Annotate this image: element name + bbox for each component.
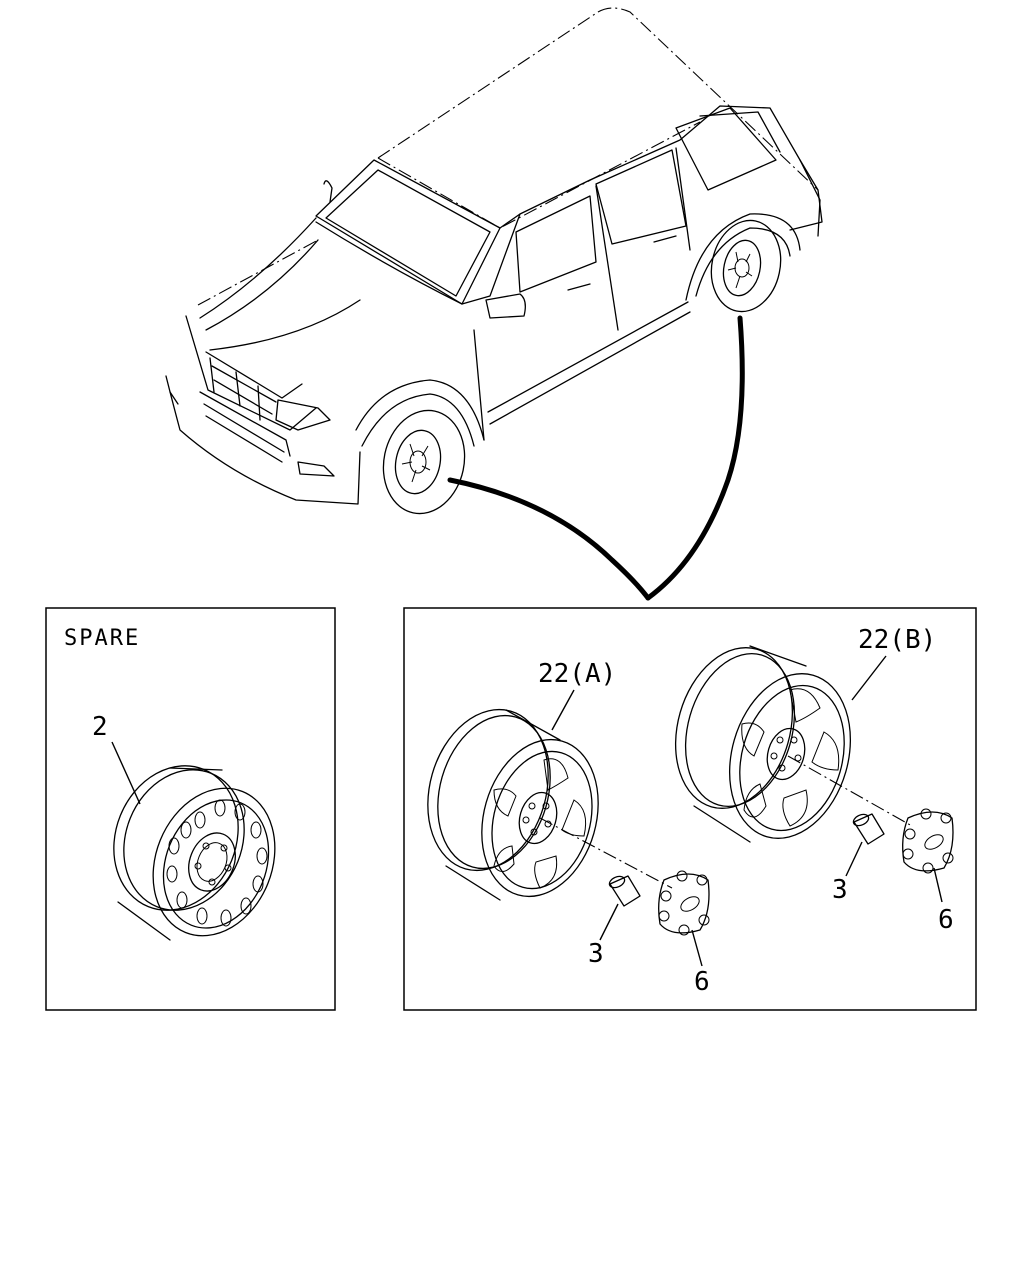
connector-rear-wheel bbox=[645, 315, 745, 601]
spare-title: SPARE bbox=[64, 626, 140, 651]
callout-nut-b: 3 bbox=[832, 875, 848, 905]
callout-spare-wheel: 2 bbox=[92, 712, 108, 742]
spare-steel-wheel bbox=[113, 765, 276, 941]
leader-nut-a bbox=[599, 903, 619, 941]
wheels-panel: 22(A) 3 bbox=[403, 607, 977, 1011]
alloy-wheel-a bbox=[427, 708, 599, 901]
connector-front-wheel bbox=[447, 477, 651, 601]
lug-nut-b bbox=[852, 813, 885, 845]
alloy-wheel-b bbox=[674, 645, 852, 843]
lug-nut-a bbox=[608, 875, 641, 907]
leader-wheel-a bbox=[551, 689, 575, 731]
leader-cap-a bbox=[691, 929, 703, 967]
callout-wheel-b: 22(B) bbox=[858, 625, 936, 655]
callout-wheel-a: 22(A) bbox=[538, 659, 616, 689]
spare-panel: SPARE 2 bbox=[45, 607, 336, 1011]
callout-nut-a: 3 bbox=[588, 939, 604, 969]
callout-cap-a: 6 bbox=[694, 967, 710, 997]
leader-cap-b bbox=[933, 867, 943, 903]
leader-wheel-b bbox=[851, 655, 887, 701]
callout-cap-b: 6 bbox=[938, 905, 954, 935]
leader-spare-wheel bbox=[111, 741, 141, 805]
leader-nut-b bbox=[845, 841, 863, 877]
vehicle-illustration bbox=[165, 7, 823, 515]
axis-wheel-a bbox=[539, 817, 673, 889]
center-cap-b bbox=[902, 808, 954, 874]
center-cap-a bbox=[658, 870, 710, 936]
